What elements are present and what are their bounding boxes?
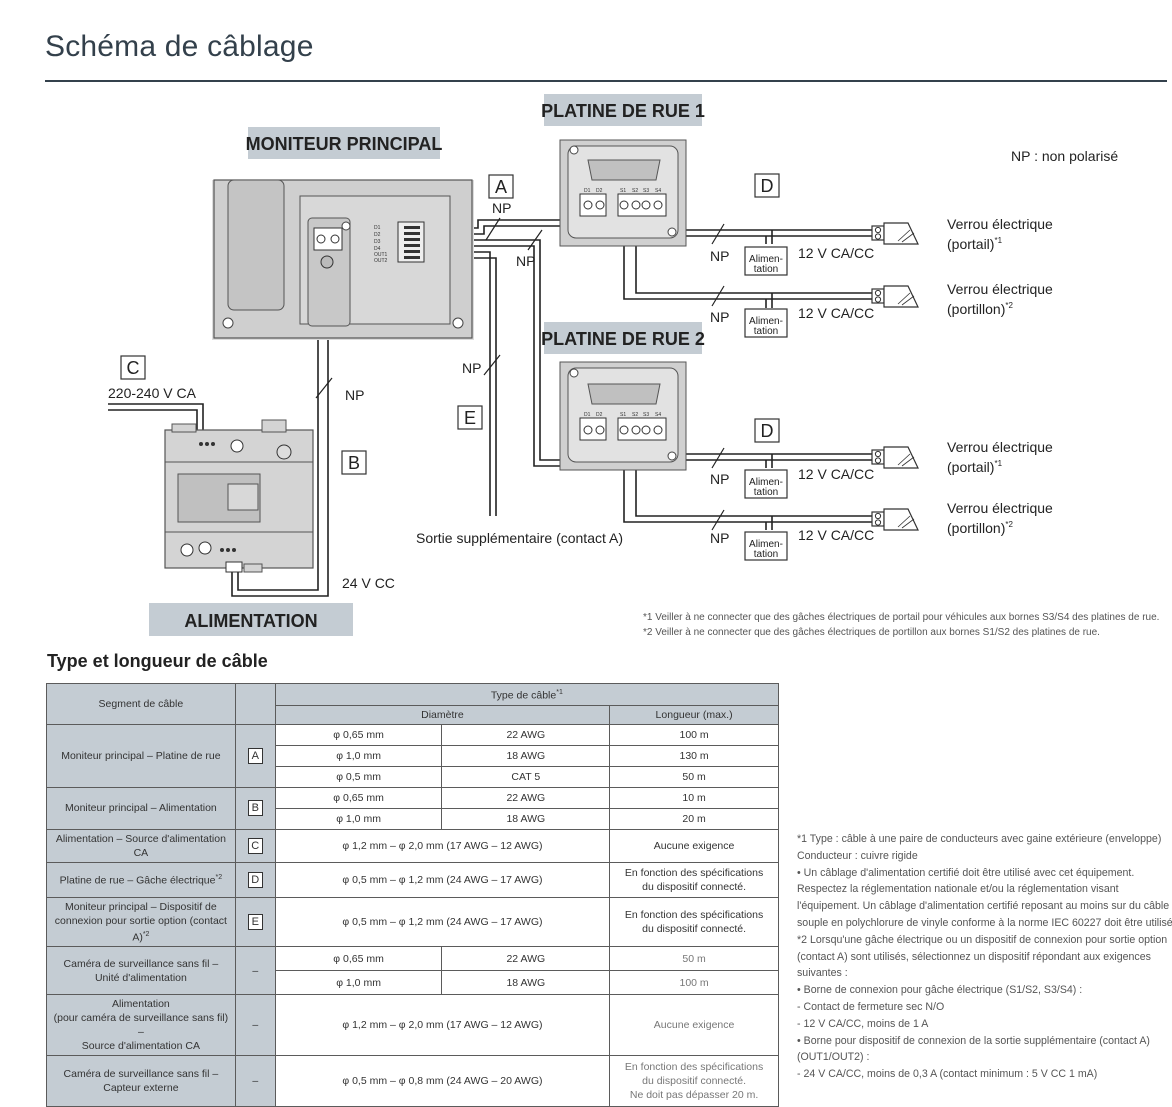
table-row: Moniteur principal – Platine de rue A φ … [46,723,779,788]
svg-text:OUT1: OUT1 [374,252,388,258]
svg-text:Alimen-: Alimen- [749,254,783,265]
title-divider [45,80,1167,82]
svg-text:D1: D1 [374,225,381,231]
moniteur-label: MONITEUR PRINCIPAL [246,134,443,154]
svg-text:D2: D2 [374,232,381,238]
svg-text:tation: tation [754,264,778,275]
lock-2-sub: (portillon)*2 [947,301,1013,317]
wiring-diagram: D1 D2 D3 D4 OUT1 OUT2 MONITEUR PRINCIPAL… [108,94,1118,636]
door-station-2: D1 D2 S1 S2 S3 S4 [559,361,687,471]
platine2-label-box [544,322,702,354]
cable-notes: *1 Type : câble à une paire de conducteu… [797,833,1172,1081]
table-row: Platine de rue – Gâche électrique*2 D φ … [46,861,779,898]
svg-text:S1: S1 [620,188,626,194]
letter-boxes [120,173,780,475]
svg-text:S2: S2 [632,412,638,418]
psu-voltage-4: 12 V CA/CC [798,527,874,543]
table-row: Alimentation – Source d'alimentation CA … [46,828,779,863]
psu-voltage-3: 12 V CA/CC [798,466,874,482]
svg-text:S3: S3 [643,188,649,194]
np-label: NP [710,471,729,487]
table-row: Moniteur principal – Alimentation B φ 0,… [46,786,779,830]
svg-text:S3: S3 [643,412,649,418]
table-row: Caméra de surveillance sans fil –Unité d… [46,946,779,995]
main-monitor: D1 D2 D3 D4 OUT1 OUT2 [212,179,474,340]
alimentation-label-box [149,603,353,636]
header-diametre: Diamètre [274,704,611,725]
lock-3-sub: (portail)*1 [947,459,1003,475]
svg-text:tation: tation [754,487,778,498]
svg-text:D3: D3 [374,239,381,245]
svg-text:tation: tation [754,326,778,337]
aux-output-label: Sortie supplémentaire (contact A) [416,530,623,546]
svg-text:Alimen-: Alimen- [749,539,783,550]
header-longueur: Longueur (max.) [609,704,779,725]
svg-text:D1: D1 [584,412,591,418]
np-label: NP [516,253,535,269]
label-d-1: D [761,176,774,196]
lock-3-title: Verrou électrique [947,439,1053,455]
header-type: Type de câble*1 [274,683,780,706]
label-e: E [464,408,476,428]
np-label: NP [462,360,481,376]
np-label: NP [710,309,729,325]
svg-text:D1: D1 [584,188,591,194]
svg-text:S2: S2 [632,188,638,194]
dc-voltage: 24 V CC [342,575,395,591]
platine1-label-box [544,94,702,126]
svg-text:D4: D4 [374,246,381,252]
svg-text:S4: S4 [655,188,661,194]
header-segment: Segment de câble [46,683,236,725]
footnote-2: *2 Veiller à ne connecter que des gâches… [643,626,1100,638]
np-label: NP [710,248,729,264]
table-row: φ 1,0 mm 18 AWG 130 m [47,744,779,767]
page-title: Schéma de câblage [45,30,314,63]
table-row: Alimentation(pour caméra de surveillance… [46,994,779,1056]
diagram-footnotes: *1 Veiller à ne connecter que des gâches… [643,611,1159,640]
power-supply-unit [164,419,314,573]
platine1-label: PLATINE DE RUE 1 [541,101,705,121]
svg-text:D2: D2 [596,188,603,194]
platine2-label: PLATINE DE RUE 2 [541,329,705,349]
electric-locks [871,222,919,531]
svg-text:S1: S1 [620,412,626,418]
footnote-1: *1 Veiller à ne connecter que des gâches… [643,612,1160,623]
svg-text:D2: D2 [596,412,603,418]
np-legend: NP : non polarisé [1011,148,1118,164]
np-label: NP [492,200,511,216]
lock-1-title: Verrou électrique [947,216,1053,232]
table-row: φ 1,0 mm 18 AWG 20 m [47,807,779,830]
cable-section-title: Type et longueur de câble [47,651,268,671]
label-d-2: D [761,421,774,441]
psu-voltage-1: 12 V CA/CC [798,245,874,261]
lock-4-sub: (portillon)*2 [947,520,1013,536]
svg-text:tation: tation [754,549,778,560]
moniteur-label-box [248,127,440,159]
label-c: C [127,358,140,378]
np-label: NP [710,530,729,546]
np-label: NP [345,387,364,403]
label-b: B [348,453,360,473]
lock-4-title: Verrou électrique [947,500,1053,516]
svg-text:Alimen-: Alimen- [749,477,783,488]
lock-1-sub: (portail)*1 [947,236,1003,252]
np-marks [315,217,725,531]
psu-voltage-2: 12 V CA/CC [798,305,874,321]
cable-table: Segment de câble Type de câble*1 Diamètr… [46,683,780,1107]
svg-text:Alimen-: Alimen- [749,316,783,327]
mains-voltage: 220-240 V CA [108,385,197,401]
lock-2-title: Verrou électrique [947,281,1053,297]
psu-boxes [744,246,788,561]
svg-text:S4: S4 [655,412,661,418]
svg-text:OUT2: OUT2 [374,258,388,264]
label-a: A [495,177,507,197]
door-station-1: D1 D2 S1 S2 S3 S4 [559,139,687,247]
alimentation-label: ALIMENTATION [184,611,317,631]
table-row: Caméra de surveillance sans fil –Capteur… [46,1055,779,1107]
